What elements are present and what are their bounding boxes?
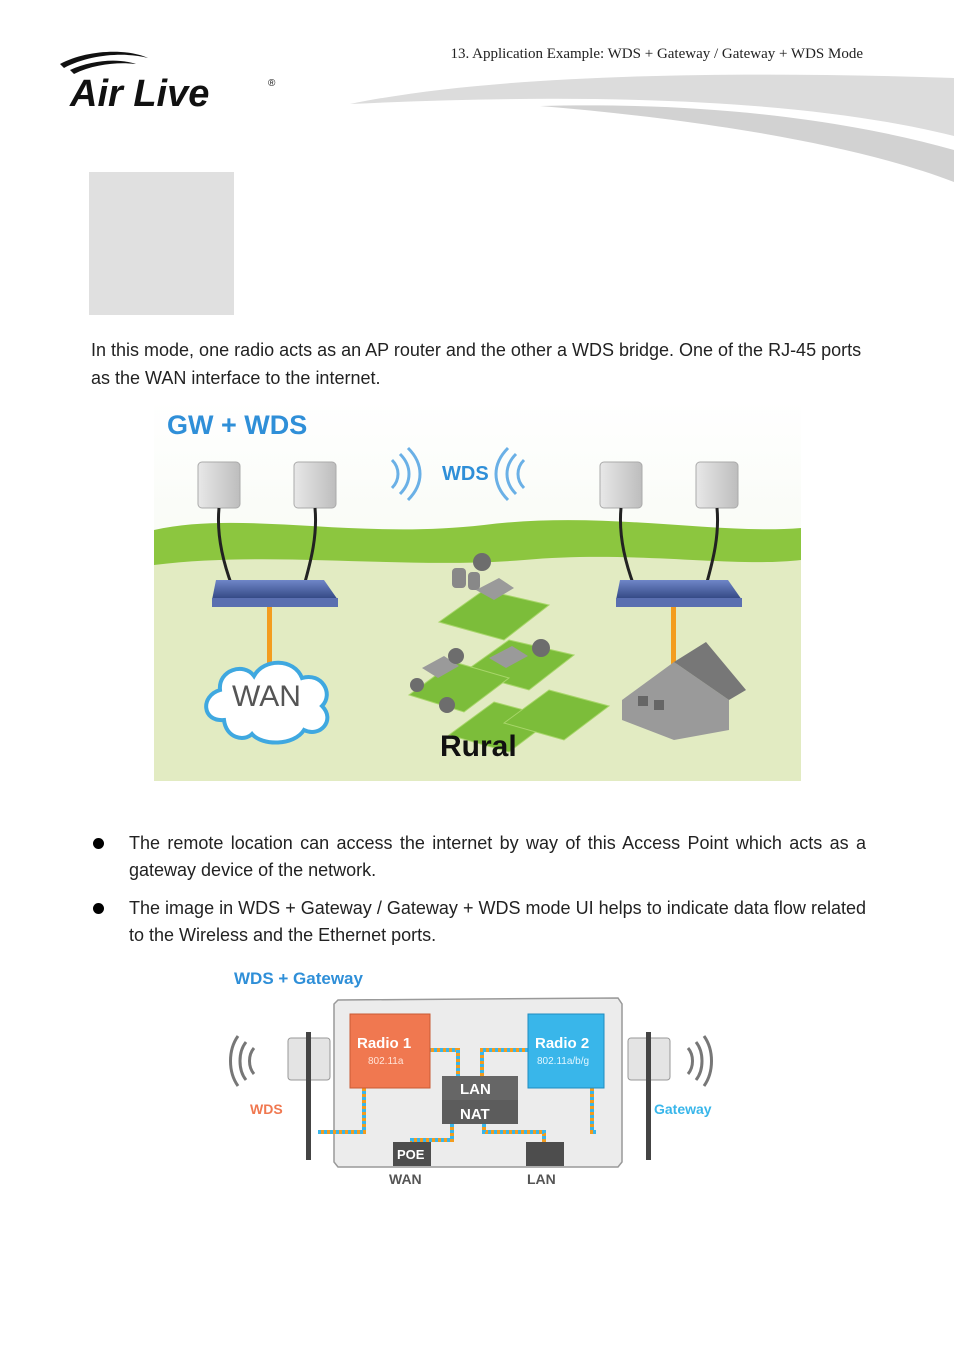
wan-cloud-label: WAN — [232, 680, 301, 713]
bullet-text: The remote location can access the inter… — [129, 833, 866, 880]
header-swoosh — [350, 74, 954, 182]
bullet-item: The image in WDS + Gateway / Gateway + W… — [91, 895, 866, 949]
bullet-dot-icon — [93, 838, 104, 849]
airlive-logo: Air Live ® — [60, 51, 276, 115]
chapter-number-box — [89, 172, 234, 315]
wds-label: WDS — [442, 463, 489, 485]
bullet-list: The remote location can access the inter… — [91, 830, 866, 960]
radio1-name: Radio 1 — [357, 1035, 411, 1052]
diagram-right-label: Gateway — [654, 1101, 712, 1117]
intro-paragraph: In this mode, one radio acts as an AP ro… — [91, 340, 862, 388]
radio2-name: Radio 2 — [535, 1035, 589, 1052]
chapter-header: 13. Application Example: WDS + Gateway /… — [450, 46, 863, 62]
nat-box-label: NAT — [460, 1106, 490, 1123]
svg-text:®: ® — [268, 78, 276, 89]
wds-gateway-diagram: WDS + Gateway Radio 1 802.11a Radio 2 80… — [229, 969, 713, 1187]
radio2-band: 802.11a/b/g — [537, 1056, 589, 1067]
diagram-left-label: WDS — [250, 1101, 283, 1117]
scene-title: GW + WDS — [167, 410, 307, 440]
gw-wds-scene-illustration: GW + WDS WDS WAN Rural — [154, 400, 801, 781]
lan-box-label: LAN — [460, 1081, 491, 1098]
wan-port-label: WAN — [389, 1171, 422, 1187]
lan-port-label: LAN — [527, 1171, 556, 1187]
diagram-title: WDS + Gateway — [234, 969, 364, 988]
rural-label: Rural — [440, 730, 517, 763]
radio1-band: 802.11a — [368, 1056, 404, 1067]
poe-port-label: POE — [397, 1147, 425, 1162]
bullet-text: The image in WDS + Gateway / Gateway + W… — [129, 898, 866, 945]
svg-text:Air Live: Air Live — [69, 73, 209, 115]
bullet-dot-icon — [93, 903, 104, 914]
bullet-item: The remote location can access the inter… — [91, 830, 866, 884]
